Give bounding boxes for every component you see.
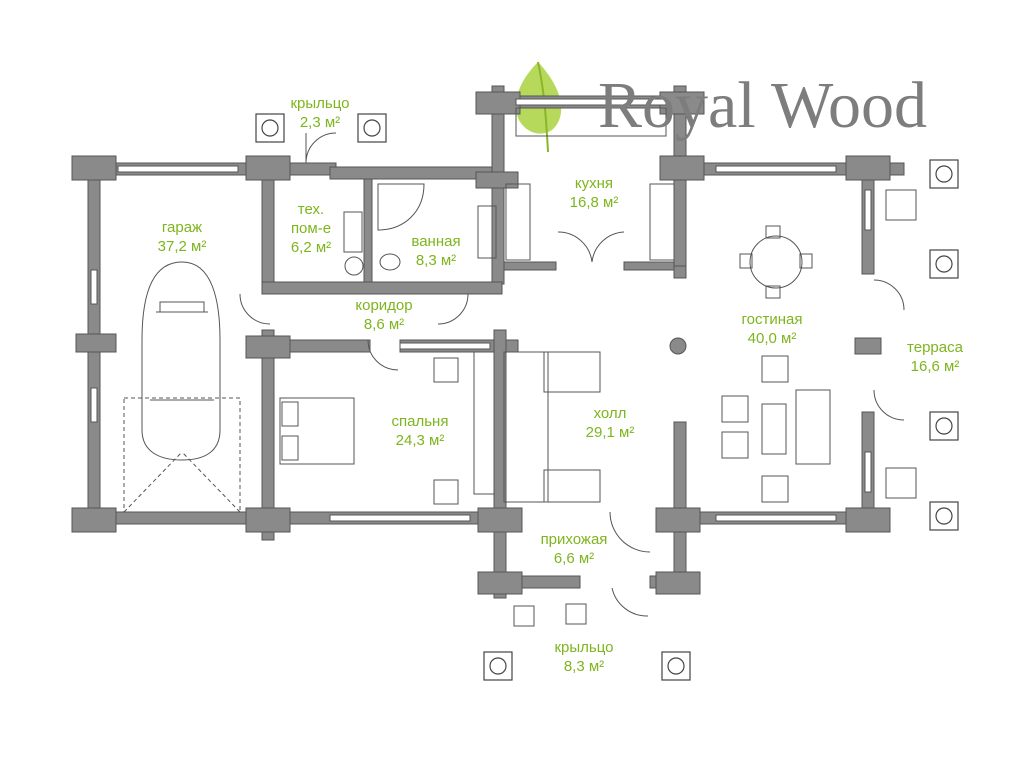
bath-fixtures [343,183,497,276]
windows [90,98,872,522]
column-icon [255,113,285,143]
kitchen-counter [505,107,675,261]
car-icon [123,261,241,513]
column-icon [929,411,959,441]
column-icons [255,113,959,681]
brand-logo: Royal Wood [598,69,927,142]
column-icon [929,249,959,279]
living-furniture [669,189,917,503]
staircase [503,351,601,503]
porch-chairs [513,603,587,627]
column-icon [483,651,513,681]
bedroom-furniture [279,351,495,505]
column-icon [929,501,959,531]
column-icon [357,113,387,143]
log-ends [71,91,891,595]
doors [239,132,905,617]
column-icon [661,651,691,681]
column-icon [929,159,959,189]
